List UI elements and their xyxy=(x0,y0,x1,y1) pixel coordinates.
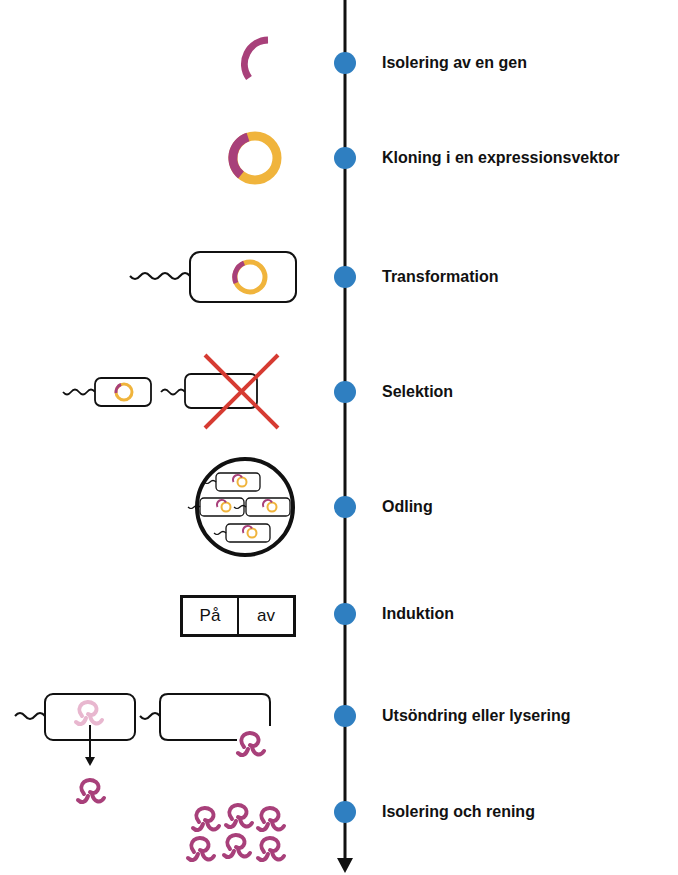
purified-proteins xyxy=(188,805,284,860)
step-label: Selektion xyxy=(382,382,453,401)
step-dots xyxy=(334,52,356,823)
induction-switch-box: Påav xyxy=(180,595,296,637)
secretion-lysis xyxy=(15,694,270,802)
step-label: Isolering av en gen xyxy=(382,53,527,72)
step-label: Odling xyxy=(382,497,433,516)
culture-dish xyxy=(188,459,293,555)
switch-label: På xyxy=(183,598,237,634)
step-label: Isolering och rening xyxy=(382,802,535,821)
gene-fragment xyxy=(244,40,268,78)
timeline-axis xyxy=(344,0,347,862)
step-label: Transformation xyxy=(382,267,498,286)
timeline-arrowhead xyxy=(337,858,353,873)
switch-label: av xyxy=(237,598,293,634)
step-label: Utsöndring eller lysering xyxy=(382,706,570,725)
step-label: Induktion xyxy=(382,604,454,623)
transformed-bacterium xyxy=(130,252,296,302)
expression-vector xyxy=(233,136,277,180)
step-label: Kloning i en expressionsvektor xyxy=(382,148,619,167)
selection-bacteria xyxy=(63,355,278,428)
